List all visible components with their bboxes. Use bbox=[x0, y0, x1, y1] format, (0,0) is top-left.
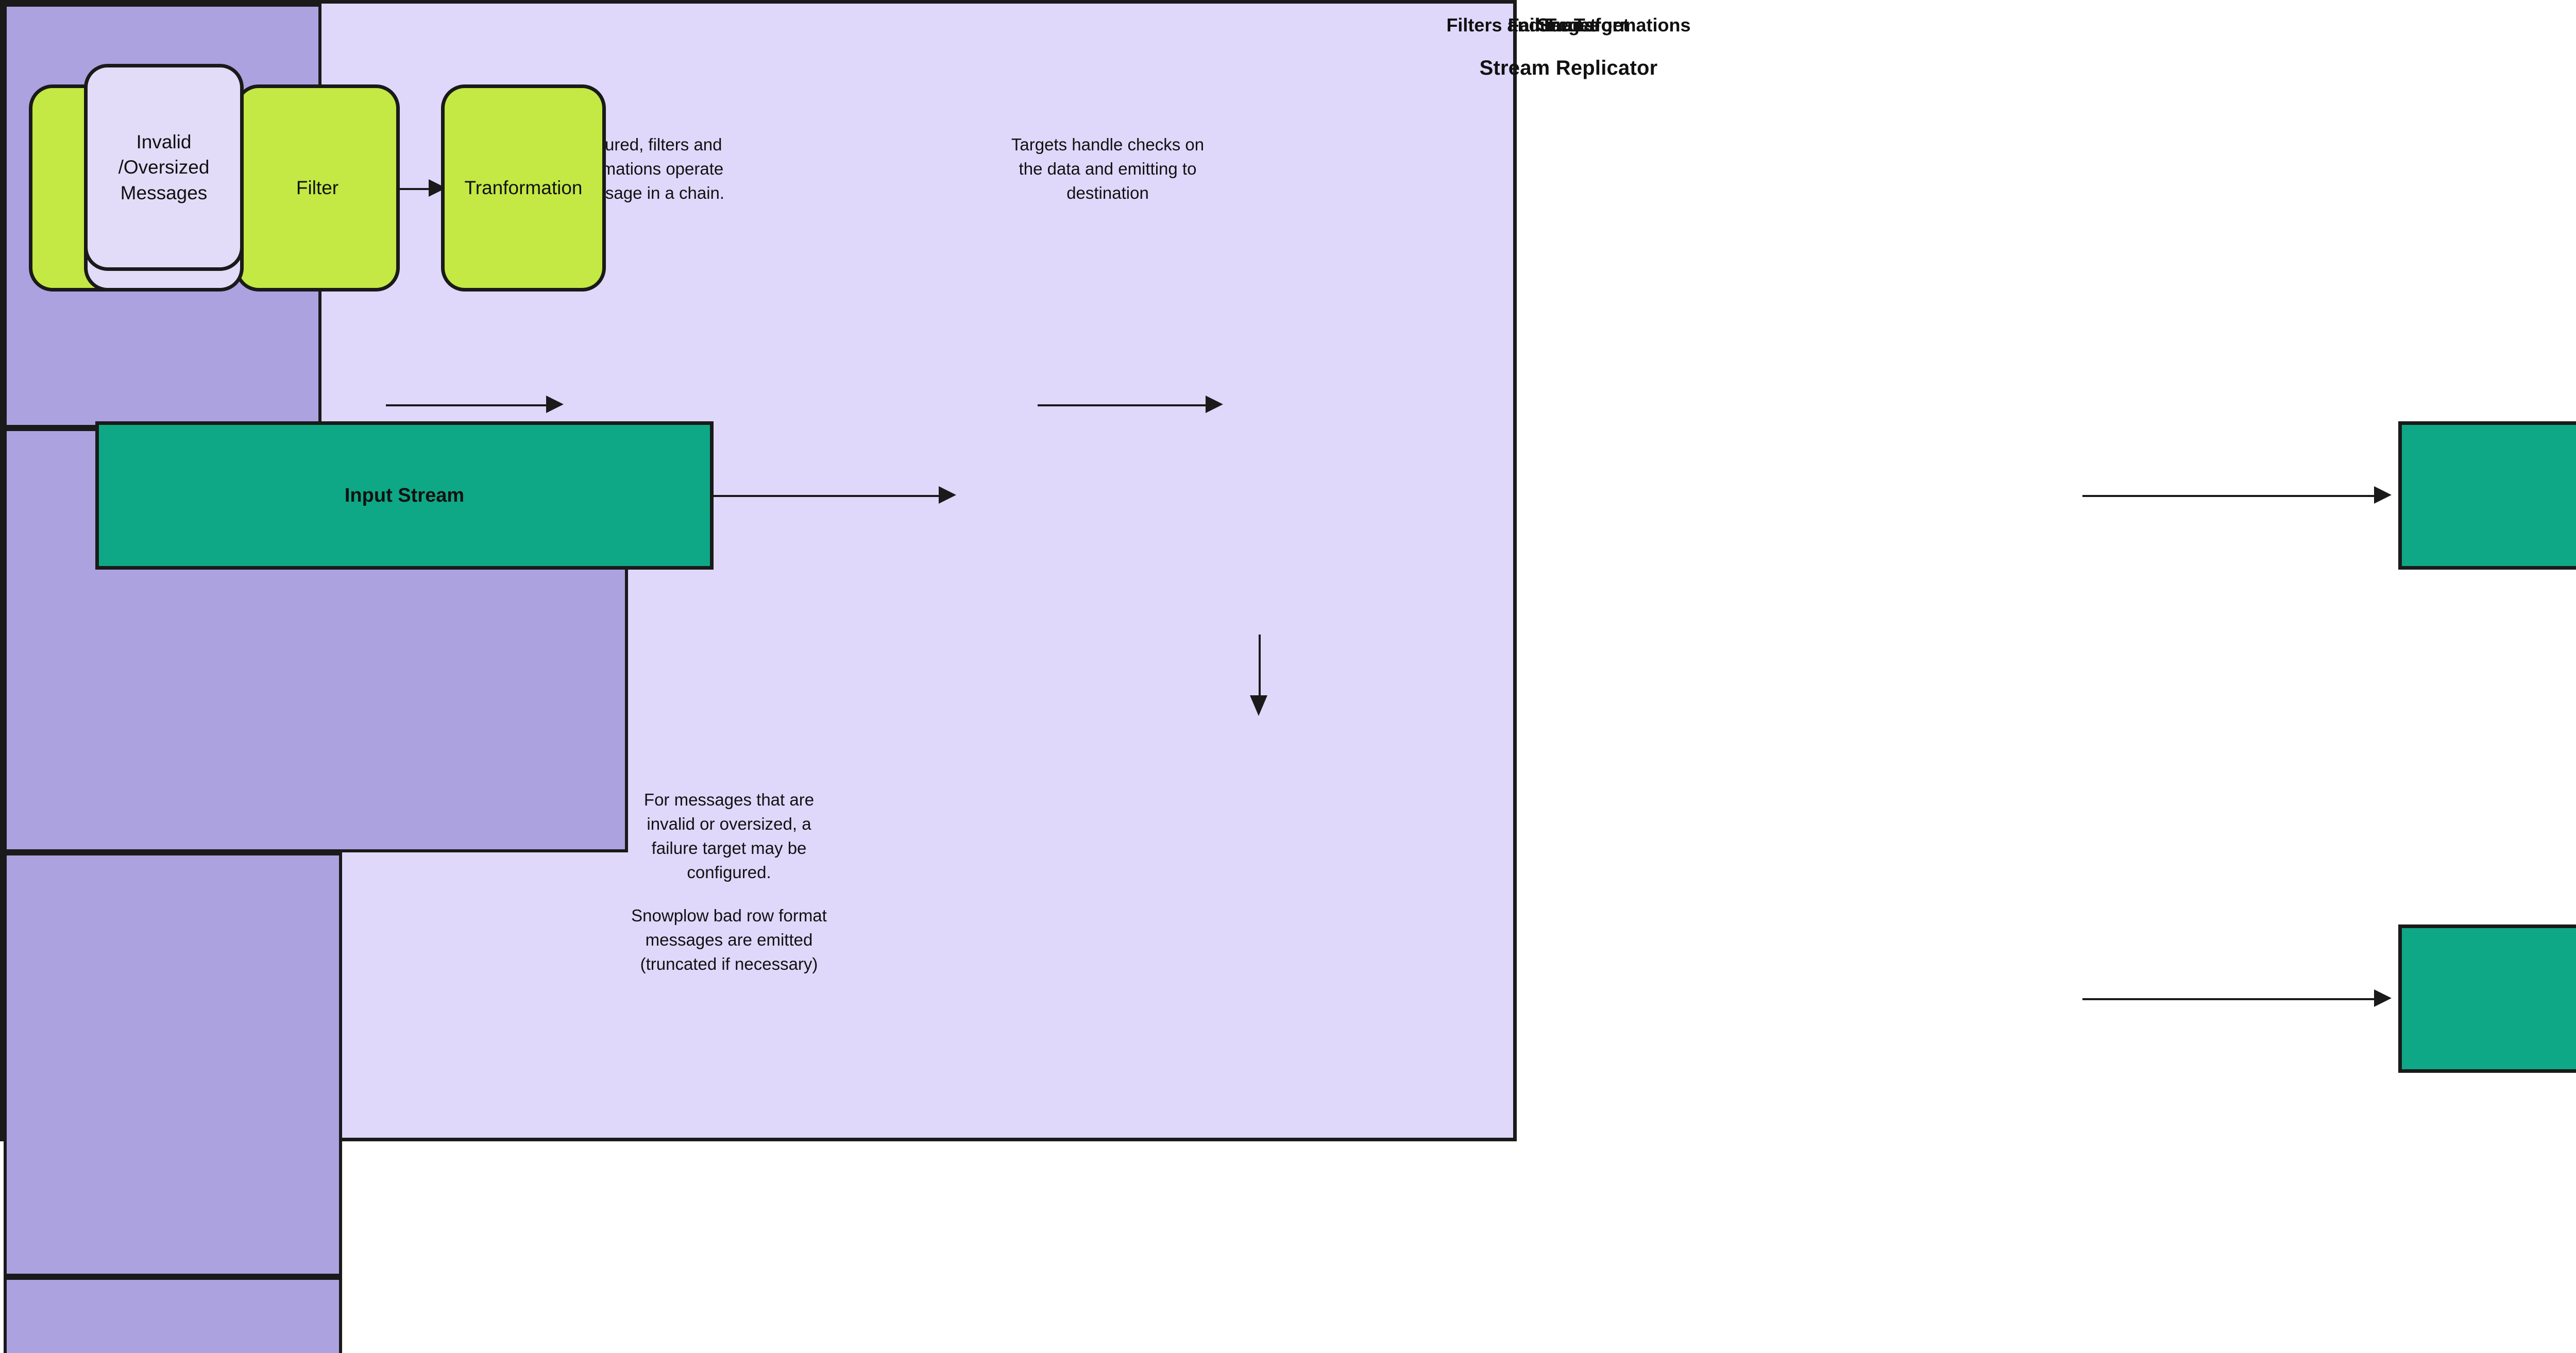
edge-messages-to-filter1 bbox=[386, 404, 551, 406]
edge-transformation-to-target bbox=[1038, 404, 1210, 406]
node-filter-2-label: Filter bbox=[296, 177, 339, 198]
node-filter-2[interactable]: Filter bbox=[235, 84, 400, 292]
subgraph-failure-target-title: Failure Target bbox=[1507, 14, 1630, 36]
edge-failure-target-to-failure-destination-arrowhead bbox=[2374, 989, 2392, 1007]
node-input-stream[interactable]: Input Stream bbox=[95, 421, 714, 570]
annotation-failure-target-1: For messages that are invalid or oversiz… bbox=[643, 790, 815, 882]
edge-filter2-to-transformation bbox=[400, 188, 434, 190]
node-input-stream-label: Input Stream bbox=[344, 484, 465, 506]
edge-target-to-destination-arrowhead bbox=[2374, 486, 2392, 504]
subgraph-filters-title: Filters and Transformations bbox=[1446, 14, 1691, 36]
subgraph-source-title: Source bbox=[1537, 14, 1600, 36]
edge-input-to-messages bbox=[714, 495, 943, 497]
annotation-target: Targets handle checks on the data and em… bbox=[1011, 135, 1205, 202]
subgraph-target-title: Target bbox=[1540, 14, 1597, 36]
node-destination[interactable]: Destination bbox=[2398, 421, 2576, 570]
node-failure-destination[interactable]: Failure Destination bbox=[2398, 924, 2576, 1073]
container-stream-replicator-title: Stream Replicator bbox=[1479, 57, 1658, 79]
edge-target-to-destination bbox=[2082, 495, 2379, 497]
node-invalid-oversized-messages-label-2: /Oversized bbox=[118, 157, 210, 178]
node-invalid-oversized-messages-label-3: Messages bbox=[120, 182, 208, 203]
edge-transformation-to-target-arrowhead bbox=[1206, 396, 1223, 413]
edge-failure-target-to-failure-destination bbox=[2082, 998, 2379, 1000]
node-transformation[interactable]: Tranformation bbox=[441, 84, 606, 292]
edge-target-to-failure-target bbox=[1259, 635, 1261, 697]
container-stream-replicator: Stream Replicator Source reads from stre… bbox=[0, 0, 1691, 1353]
subgraph-target: Target Transformed Messages bbox=[4, 14, 1596, 1277]
edge-messages-to-filter1-arrowhead bbox=[546, 396, 564, 413]
node-transformation-label: Tranformation bbox=[464, 177, 583, 198]
edge-target-to-failure-target-arrowhead bbox=[1250, 695, 1267, 716]
node-invalid-oversized-messages[interactable]: Invalid /Oversized Messages bbox=[84, 64, 244, 271]
edge-input-to-messages-arrowhead bbox=[939, 486, 956, 504]
node-invalid-oversized-messages-label-1: Invalid bbox=[136, 131, 192, 153]
subgraph-failure-target: Failure Target Invalid /Oversized Messag… bbox=[4, 14, 1629, 1353]
annotation-failure-target-2: Snowplow bad row format messages are emi… bbox=[631, 906, 827, 973]
